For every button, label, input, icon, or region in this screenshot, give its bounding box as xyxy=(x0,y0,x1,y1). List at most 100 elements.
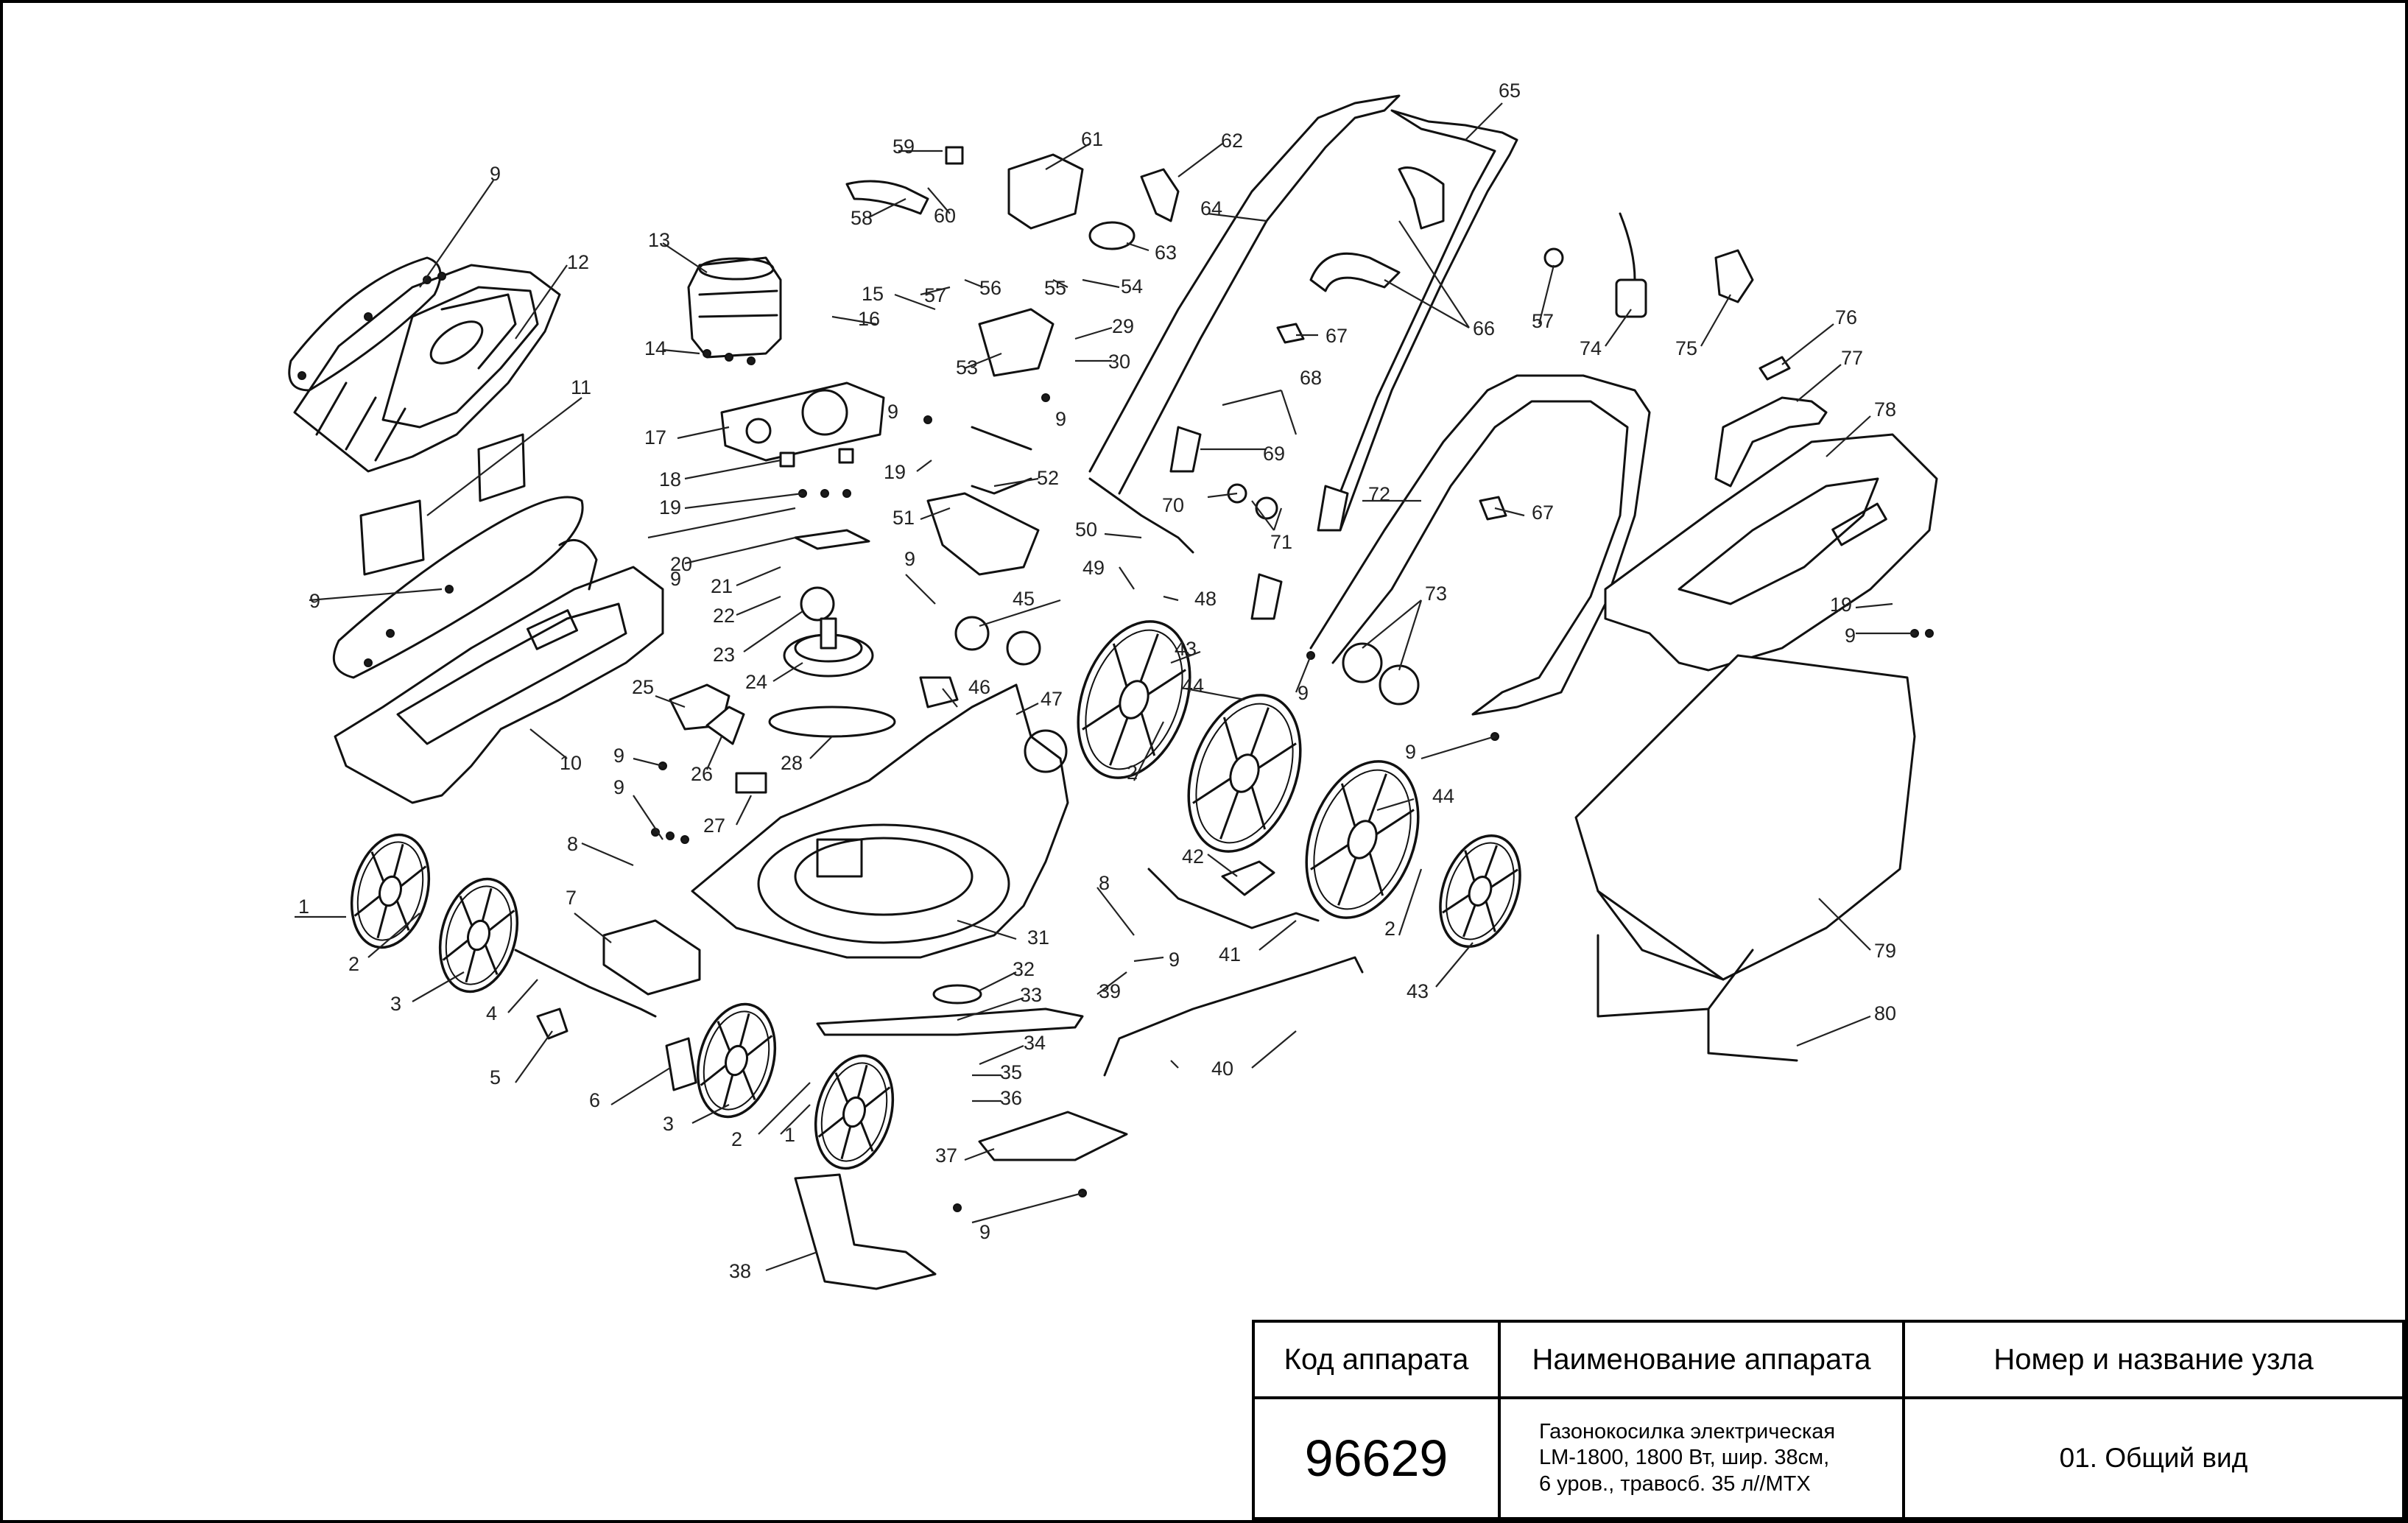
part-hub-45a xyxy=(954,616,990,651)
callout-2d: 2 xyxy=(1384,918,1395,940)
callout-68: 68 xyxy=(1300,367,1322,389)
callout-labels: 1 1 2 2 2 2 3 3 4 5 6 7 8 8 9 9 9 9 9 9 … xyxy=(298,80,1896,1282)
callout-34: 34 xyxy=(1024,1032,1046,1054)
part-switch-box-61 xyxy=(1007,153,1084,230)
part-handle-72 xyxy=(1309,374,1651,716)
callout-31: 31 xyxy=(1027,926,1049,949)
part-bracket-6 xyxy=(665,1037,697,1091)
callout-3: 3 xyxy=(390,993,401,1015)
callout-9j: 9 xyxy=(1298,682,1309,704)
device-name-line1: Газонокосилка электрическая xyxy=(1539,1419,1836,1443)
callout-49: 49 xyxy=(1082,557,1105,579)
callout-44b: 44 xyxy=(1432,785,1454,807)
callout-16: 16 xyxy=(858,308,880,330)
callout-28: 28 xyxy=(781,752,803,774)
callout-8b: 8 xyxy=(1099,872,1110,894)
callout-1: 1 xyxy=(298,896,309,918)
callout-43b: 43 xyxy=(1407,980,1429,1002)
callout-39: 39 xyxy=(1099,980,1121,1002)
callout-12: 12 xyxy=(567,251,589,273)
callout-2: 2 xyxy=(348,953,359,975)
part-clip-75 xyxy=(1714,249,1754,303)
callout-9d: 9 xyxy=(613,745,624,767)
part-knob-69b xyxy=(1317,485,1349,532)
part-drive-pulley xyxy=(783,617,874,678)
callout-71: 71 xyxy=(1270,531,1292,553)
part-screw-57 xyxy=(1543,247,1564,268)
callout-44a: 44 xyxy=(1182,675,1204,697)
part-block xyxy=(602,919,701,996)
callout-55: 55 xyxy=(1044,277,1066,299)
part-knob-69 xyxy=(1169,426,1202,473)
callout-43a: 43 xyxy=(1175,638,1197,660)
callout-9e: 9 xyxy=(613,776,624,798)
callout-9h: 9 xyxy=(904,548,915,570)
callout-78: 78 xyxy=(1874,398,1896,421)
callout-9f: 9 xyxy=(887,401,898,423)
callout-9l: 9 xyxy=(1845,625,1856,647)
part-knob-71b xyxy=(1250,573,1283,620)
callout-3b: 3 xyxy=(663,1113,674,1135)
callout-9c: 9 xyxy=(670,568,681,590)
callout-17: 17 xyxy=(644,426,666,449)
device-code: 96629 xyxy=(1252,1396,1501,1520)
part-motor-plate xyxy=(720,381,885,462)
callout-76: 76 xyxy=(1835,306,1857,328)
callout-29: 29 xyxy=(1112,315,1134,337)
header-code: Код аппарата xyxy=(1252,1320,1501,1399)
callout-13: 13 xyxy=(648,229,670,251)
part-catcher-frame xyxy=(1596,934,1798,1062)
header-name: Наименование аппарата xyxy=(1498,1320,1905,1399)
callout-10: 10 xyxy=(560,752,582,774)
callout-1b: 1 xyxy=(784,1124,795,1146)
part-mulch-plug xyxy=(794,1173,937,1290)
part-clip-59 xyxy=(945,146,964,165)
callout-27: 27 xyxy=(703,815,725,837)
part-grass-handle-77 xyxy=(1714,396,1828,488)
title-block: Код аппарата Наименование аппарата Номер… xyxy=(1252,1320,2405,1520)
part-handle-upper xyxy=(1324,109,1518,532)
part-cable-50 xyxy=(1088,477,1194,554)
device-name: Газонокосилка электрическая LM-1800, 180… xyxy=(1498,1396,1905,1520)
part-bracket-5 xyxy=(536,1007,568,1040)
callout-21: 21 xyxy=(711,575,733,597)
callout-58: 58 xyxy=(851,207,873,229)
callout-63: 63 xyxy=(1155,242,1177,264)
part-spring-63 xyxy=(1088,221,1136,250)
callout-19a: 19 xyxy=(659,496,681,518)
part-handle-lower xyxy=(1088,94,1401,495)
part-hub-45b xyxy=(1006,630,1041,666)
part-deflector xyxy=(978,1111,1128,1161)
part-grip-66a xyxy=(1309,252,1401,292)
part-washer-71 xyxy=(1255,496,1278,520)
callout-9g: 9 xyxy=(1055,408,1066,430)
callout-45: 45 xyxy=(1013,588,1035,610)
callout-36: 36 xyxy=(1000,1087,1022,1109)
callout-59: 59 xyxy=(893,136,915,158)
callout-14: 14 xyxy=(644,337,666,359)
callout-62: 62 xyxy=(1221,130,1243,152)
part-clip-67a xyxy=(1276,323,1305,344)
callout-37: 37 xyxy=(935,1144,957,1167)
part-lever-58 xyxy=(845,180,929,215)
callout-50: 50 xyxy=(1075,518,1097,541)
part-plug-74 xyxy=(1615,278,1647,318)
callout-53: 53 xyxy=(956,356,978,379)
callout-56: 56 xyxy=(979,277,1001,299)
part-catcher-top xyxy=(1604,433,1938,672)
callout-35: 35 xyxy=(1000,1061,1022,1083)
callout-52: 52 xyxy=(1037,467,1059,489)
callout-18: 18 xyxy=(659,468,681,490)
callout-79: 79 xyxy=(1874,940,1896,962)
callout-19c: 19 xyxy=(1830,594,1852,616)
part-grip-66b xyxy=(1398,166,1445,230)
callout-6: 6 xyxy=(589,1089,600,1111)
callout-19b: 19 xyxy=(884,461,906,483)
callout-9b: 9 xyxy=(309,590,320,612)
callout-75: 75 xyxy=(1675,337,1697,359)
callout-80: 80 xyxy=(1874,1002,1896,1024)
part-height-adjust xyxy=(669,683,767,794)
callout-11: 11 xyxy=(571,376,591,398)
